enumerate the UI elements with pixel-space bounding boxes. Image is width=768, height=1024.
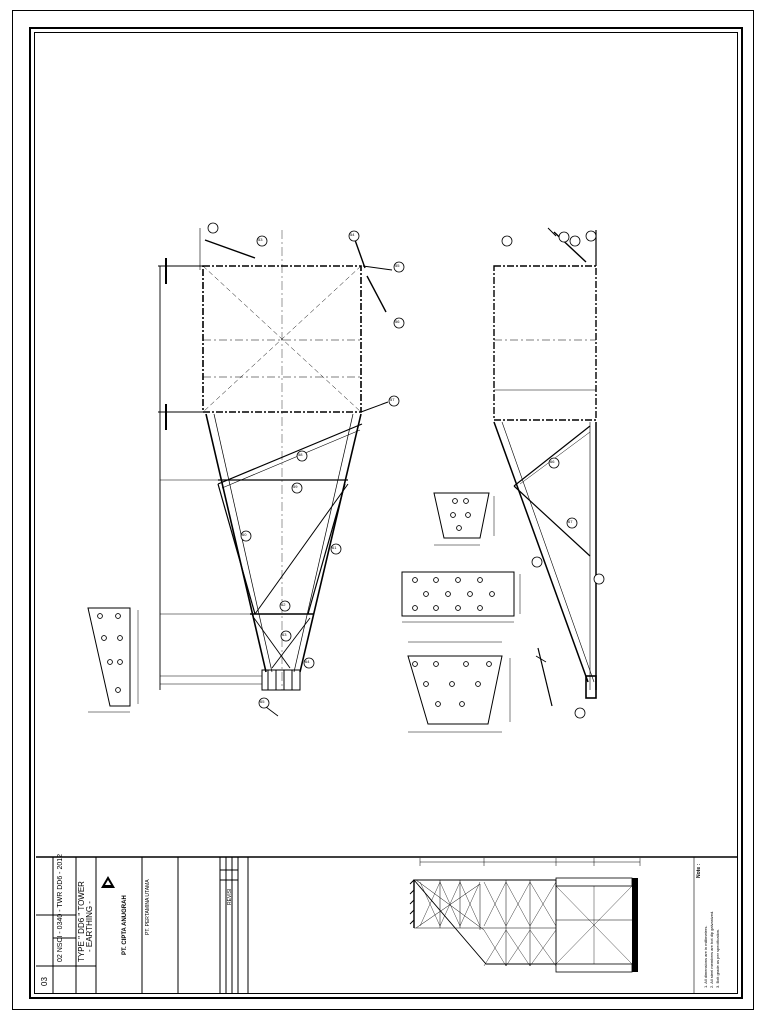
title-block-lines xyxy=(36,856,737,993)
outer-border xyxy=(12,10,754,1010)
notes-line-2: 2. All steel members are hot dip galvani… xyxy=(709,910,714,988)
member-label-56: 56 xyxy=(395,319,400,324)
bolt-holes xyxy=(97,498,495,707)
drawing-number: 02 NSCI - 0340 - TWR DD6 - 2012 xyxy=(57,853,64,962)
key-plan-tower xyxy=(409,858,641,973)
splice-plate-detail xyxy=(401,571,521,623)
gusset-plate-detail-2 xyxy=(407,641,511,733)
member-label-60: 60 xyxy=(242,532,247,537)
member-label-57: 57 xyxy=(390,397,395,402)
right-elevation xyxy=(493,227,597,707)
member-label-55: 55 xyxy=(395,263,400,268)
sheet-border xyxy=(29,27,743,999)
member-label-53: 53 xyxy=(258,237,263,242)
member-label-62: 62 xyxy=(281,602,286,607)
notes-line-3: 3. Bolt grade as per specification. xyxy=(715,928,720,988)
leg-plate-detail xyxy=(87,607,139,713)
inner-border xyxy=(34,32,738,994)
client-name: PT. PERTAMINA UTAMA xyxy=(145,879,151,935)
member-callout-circles xyxy=(207,222,605,719)
member-label-54: 54 xyxy=(350,232,355,237)
notes-line-1: 1. All dimensions are in millimeters. xyxy=(703,925,708,988)
company-logo xyxy=(100,874,116,890)
member-label-63: 63 xyxy=(282,632,287,637)
left-elevation-legs xyxy=(160,413,363,717)
notes-heading: Note : xyxy=(696,863,702,878)
member-label-65: 65 xyxy=(260,699,265,704)
left-elevation-body xyxy=(158,228,393,690)
revision-label: REVISI xyxy=(227,888,233,905)
member-label-59: 59 xyxy=(293,484,298,489)
member-label-58: 58 xyxy=(298,452,303,457)
member-label-61: 61 xyxy=(332,545,337,550)
drawing-title-2: - EARTHING - xyxy=(85,901,94,952)
company-name: PT. CIPTA ANUGRAH xyxy=(122,895,128,955)
sheet-number: 03 xyxy=(40,977,49,986)
member-label-67: 67 xyxy=(568,519,573,524)
member-label-66: 66 xyxy=(550,459,555,464)
gusset-plate-detail-1 xyxy=(433,492,495,546)
member-label-64: 64 xyxy=(305,659,310,664)
